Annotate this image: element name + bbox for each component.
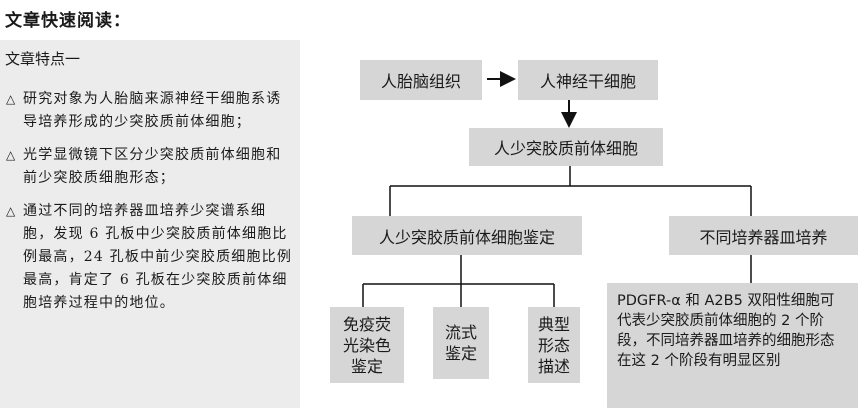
node-morphology: 典型形态描述	[528, 307, 580, 383]
node-neural-stem-cells: 人神经干细胞	[518, 60, 658, 100]
node-conclusion-note: PDGFR-α 和 A2B5 双阳性细胞可代表少突胶质前体细胞的 2 个阶段，不…	[607, 283, 858, 408]
node-flow-cytometry: 流式鉴定	[433, 307, 489, 379]
node-opc: 人少突胶质前体细胞	[469, 128, 663, 166]
feature-list: △ 研究对象为人胎脑来源神经干细胞系诱导培养形成的少突胶质前体细胞； △ 光学显…	[6, 88, 294, 325]
features-panel: 文章特点一 △ 研究对象为人胎脑来源神经干细胞系诱导培养形成的少突胶质前体细胞；…	[0, 40, 300, 408]
triangle-icon: △	[6, 148, 17, 162]
page-title: 文章快速阅读：	[5, 11, 131, 31]
feature-text: 研究对象为人胎脑来源神经干细胞系诱导培养形成的少突胶质前体细胞；	[23, 91, 282, 130]
node-opc-identification: 人少突胶质前体细胞鉴定	[352, 216, 582, 255]
node-fetal-brain-tissue: 人胎脑组织	[360, 60, 482, 100]
feature-item: △ 光学显微镜下区分少突胶质前体细胞和前少突胶质细胞形态；	[6, 144, 294, 190]
node-culture-vessels: 不同培养器皿培养	[669, 216, 858, 255]
node-immunofluorescence: 免疫荧光染色鉴定	[330, 307, 404, 383]
triangle-icon: △	[6, 92, 17, 106]
feature-text: 光学显微镜下区分少突胶质前体细胞和前少突胶质细胞形态；	[23, 147, 282, 186]
feature-text: 通过不同的培养器皿培养少突谱系细胞，发现 6 孔板中少突胶质前体细胞比例最高，2…	[23, 203, 293, 311]
features-heading: 文章特点一	[5, 50, 81, 68]
feature-item: △ 通过不同的培养器皿培养少突谱系细胞，发现 6 孔板中少突胶质前体细胞比例最高…	[6, 200, 294, 315]
feature-item: △ 研究对象为人胎脑来源神经干细胞系诱导培养形成的少突胶质前体细胞；	[6, 88, 294, 134]
triangle-icon: △	[6, 204, 17, 218]
